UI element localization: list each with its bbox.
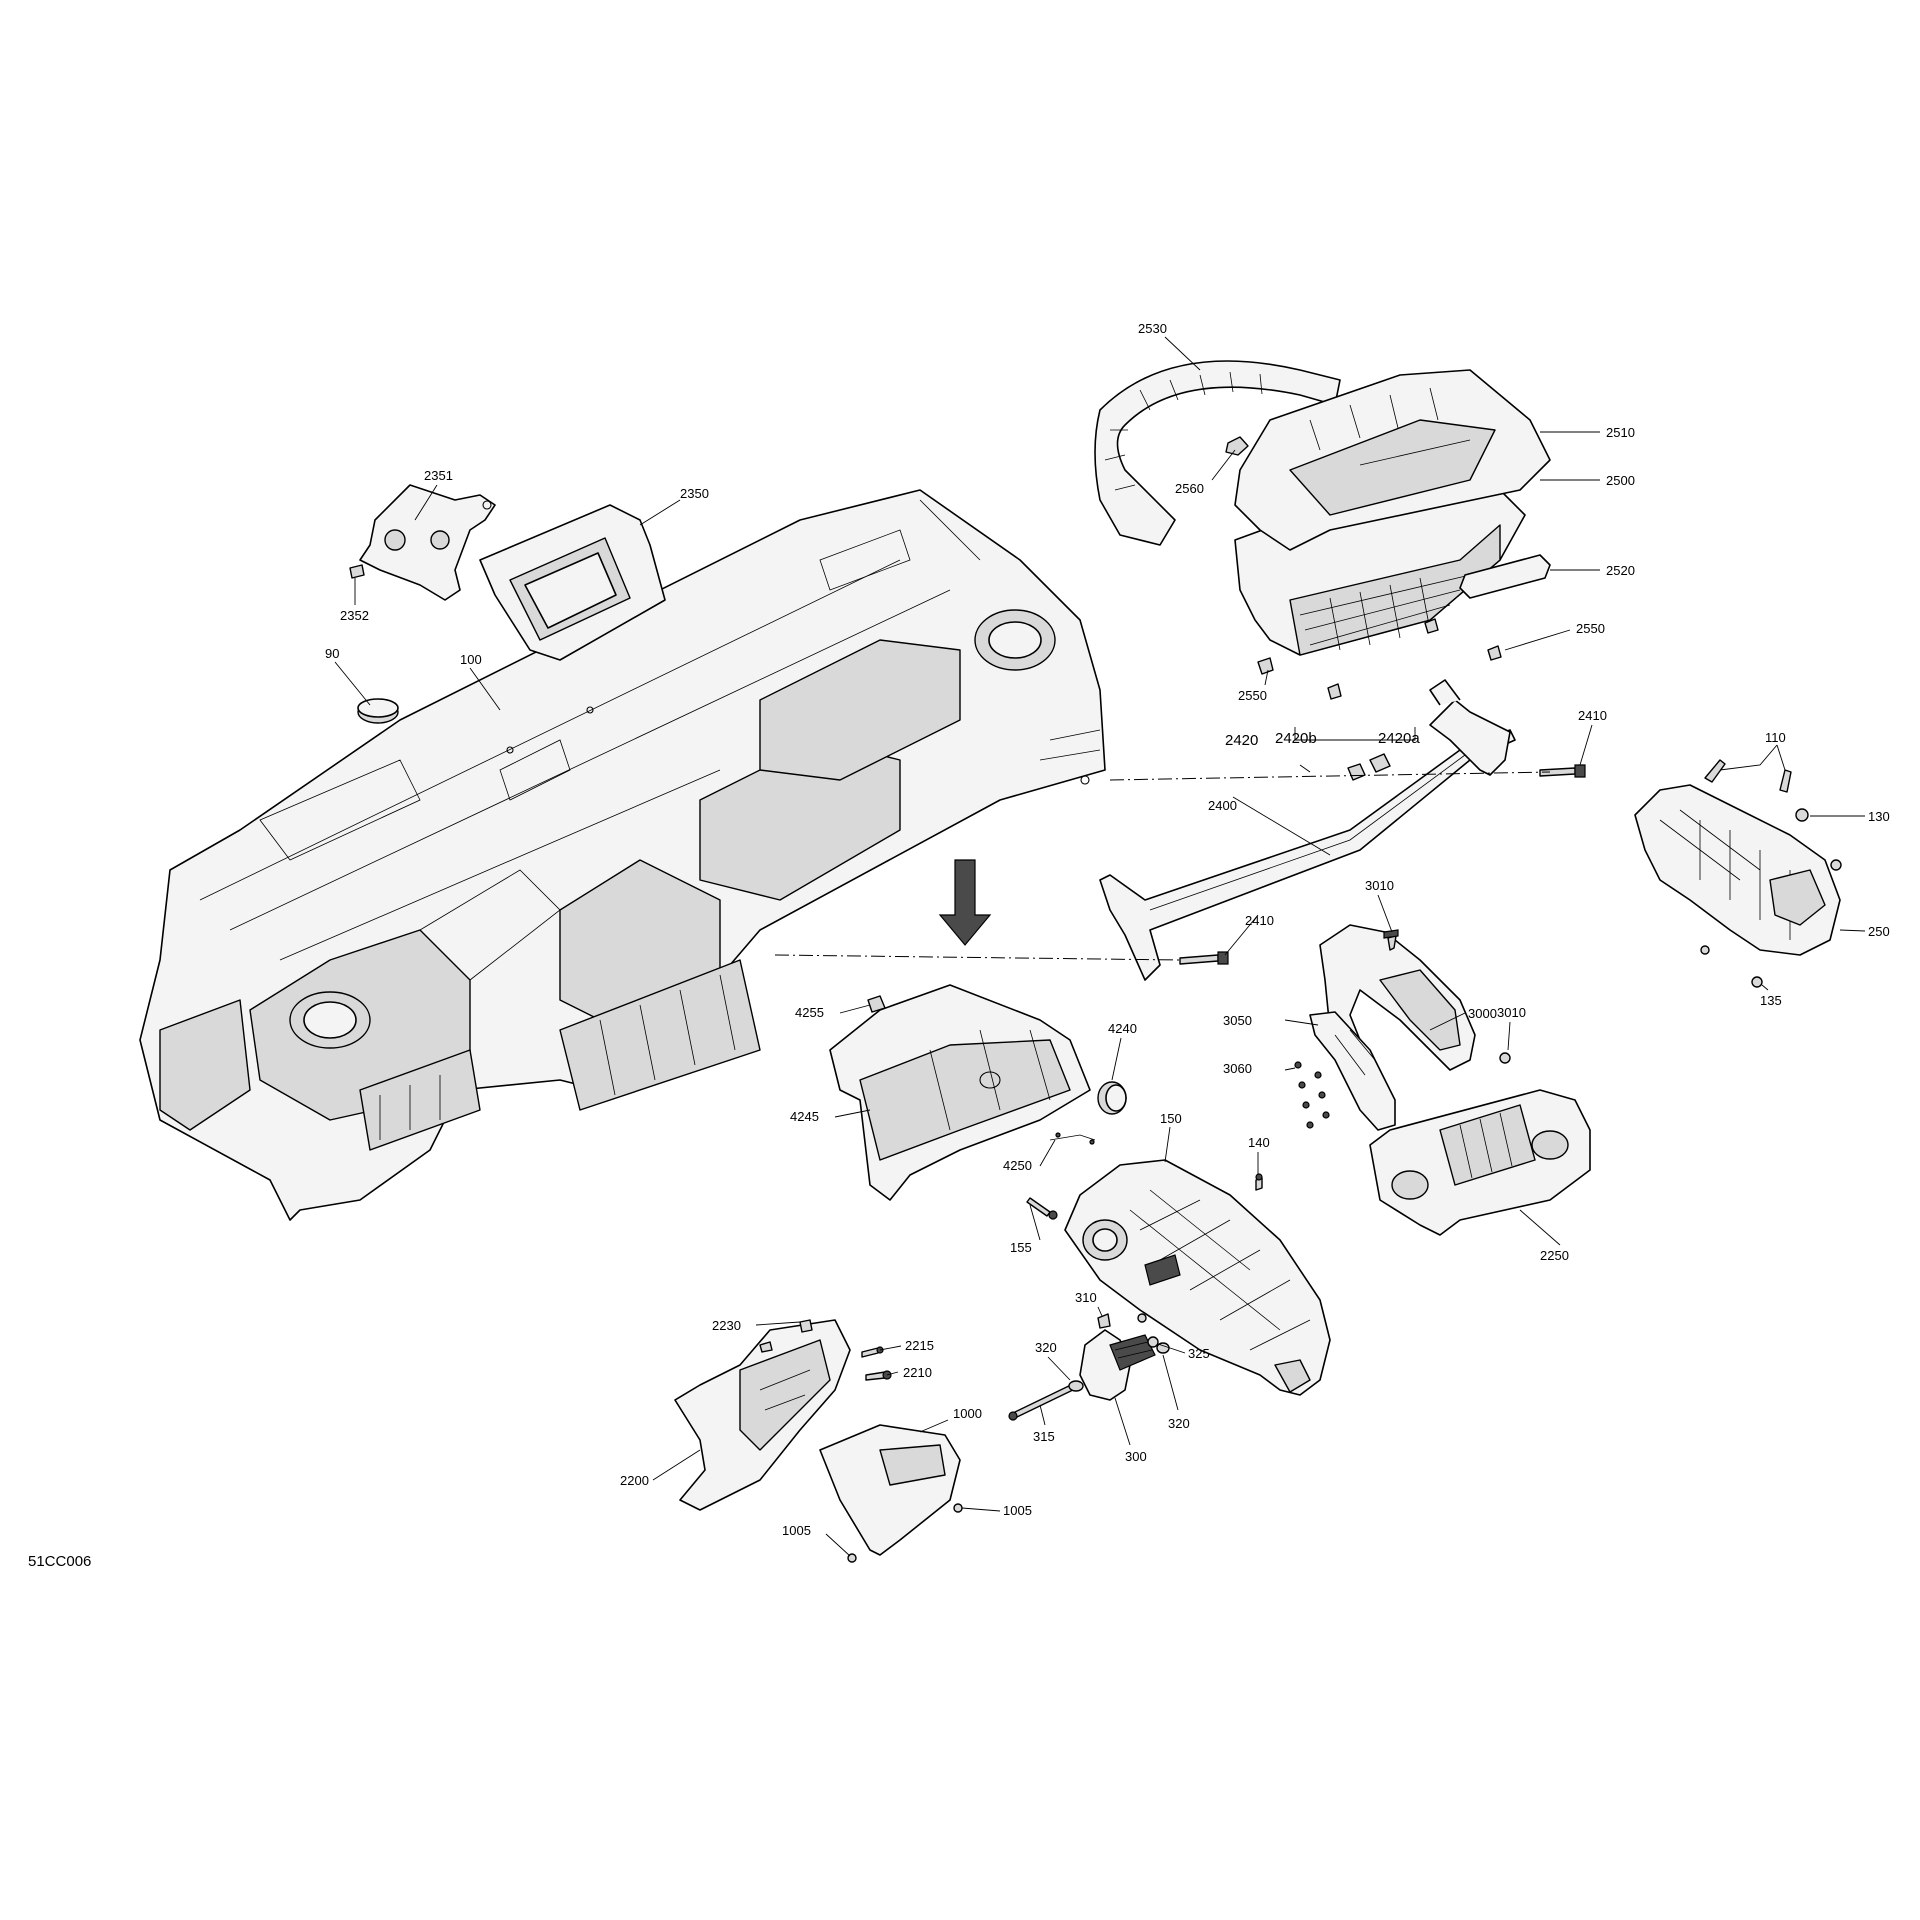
callout-2200: 2200 — [620, 1473, 649, 1488]
callout-2420a: 2420a — [1378, 730, 1420, 747]
callout-320-left: 320 — [1035, 1340, 1057, 1355]
plate-part-3050[interactable] — [1309, 1011, 1396, 1131]
callout-2250: 2250 — [1540, 1248, 1569, 1263]
callout-1000: 1000 — [953, 1406, 982, 1421]
centerline-upper — [1109, 771, 1551, 781]
callout-325: 325 — [1188, 1346, 1210, 1361]
callout-1005-right: 1005 — [1003, 1503, 1032, 1518]
nut-part-2560[interactable] — [1225, 436, 1249, 456]
callout-2351: 2351 — [424, 468, 453, 483]
callout-110: 110 — [1765, 730, 1786, 745]
screw-part-2210[interactable] — [865, 1370, 892, 1381]
callout-150: 150 — [1160, 1111, 1182, 1126]
callout-320-right: 320 — [1168, 1416, 1190, 1431]
callout-2410-bottom: 2410 — [1245, 913, 1274, 928]
callout-2352: 2352 — [340, 608, 369, 623]
screw-part-2215[interactable] — [861, 1346, 884, 1358]
callout-2350: 2350 — [680, 486, 709, 501]
callout-130: 130 — [1868, 809, 1890, 824]
nut-part-2550[interactable] — [1257, 618, 1502, 700]
callout-3010-top: 3010 — [1365, 878, 1394, 893]
callout-3010-right: 3010 — [1497, 1005, 1526, 1020]
callout-310: 310 — [1075, 1290, 1097, 1305]
callout-250: 250 — [1868, 924, 1890, 939]
brace-part-2400[interactable] — [1099, 679, 1516, 981]
screw-part-155[interactable] — [1026, 1197, 1058, 1220]
screw-part-3010[interactable] — [1383, 929, 1511, 1064]
latch-part-4255[interactable] — [867, 995, 886, 1013]
callout-4255: 4255 — [795, 1005, 824, 1020]
callout-3060: 3060 — [1223, 1061, 1252, 1076]
callout-4240: 4240 — [1108, 1021, 1137, 1036]
callout-3050: 3050 — [1223, 1013, 1252, 1028]
bolt-part-315[interactable] — [1008, 1382, 1078, 1421]
callout-labels: 2530 2510 2560 2500 2520 2550 2550 2351 … — [28, 321, 1890, 1570]
callout-2550-left: 2550 — [1238, 688, 1267, 703]
callout-300: 300 — [1125, 1449, 1147, 1464]
leader-lines — [334, 336, 1866, 1557]
handle-part-2530[interactable] — [1094, 360, 1341, 546]
callout-100: 100 — [460, 652, 482, 667]
callout-2560: 2560 — [1175, 481, 1204, 496]
nut-part-135[interactable] — [1700, 945, 1763, 988]
callout-2520: 2520 — [1606, 563, 1635, 578]
fastener-part-2230[interactable] — [759, 1319, 813, 1353]
panel-part-2200[interactable] — [674, 1319, 851, 1511]
drawing-code: 51CC006 — [28, 1553, 91, 1570]
callout-1005-left: 1005 — [782, 1523, 811, 1538]
display-part-2350[interactable] — [479, 504, 666, 661]
callout-2215: 2215 — [905, 1338, 934, 1353]
bracket-part-3000[interactable] — [1319, 924, 1476, 1071]
knob-part-4240[interactable] — [1097, 1081, 1127, 1115]
bracket-part-300[interactable] — [1079, 1329, 1156, 1401]
callout-135: 135 — [1760, 993, 1782, 1008]
callout-315: 315 — [1033, 1429, 1055, 1444]
callout-2420b: 2420b — [1275, 730, 1317, 747]
callout-4245: 4245 — [790, 1109, 819, 1124]
callout-140: 140 — [1248, 1135, 1270, 1150]
callout-2410-top: 2410 — [1578, 708, 1607, 723]
screw-part-2352[interactable] — [349, 564, 365, 579]
cover-part-1000[interactable] — [819, 1424, 961, 1556]
assembly-arrow — [938, 859, 992, 946]
bolt-part-310[interactable] — [1097, 1313, 1147, 1329]
pin-part-4250[interactable] — [1049, 1132, 1096, 1145]
clips-part-3060[interactable] — [1294, 1061, 1330, 1129]
bracket-part-250[interactable] — [1634, 784, 1841, 956]
dashboard-part-100[interactable] — [139, 489, 1106, 1221]
cap-part-90[interactable] — [357, 698, 399, 724]
callout-2420: 2420 — [1225, 732, 1258, 749]
callout-4250: 4250 — [1003, 1158, 1032, 1173]
callout-2230: 2230 — [712, 1318, 741, 1333]
fastener-part-2420[interactable] — [1347, 753, 1391, 781]
callout-2510: 2510 — [1606, 425, 1635, 440]
nut-part-325[interactable] — [1147, 1336, 1159, 1348]
callout-2530: 2530 — [1138, 321, 1167, 336]
callout-2500: 2500 — [1606, 473, 1635, 488]
washer-part-320[interactable] — [1068, 1342, 1170, 1392]
screw-part-110[interactable] — [1704, 759, 1792, 793]
callout-2400: 2400 — [1208, 798, 1237, 813]
nut-part-130[interactable] — [1795, 808, 1842, 871]
callout-2210: 2210 — [903, 1365, 932, 1380]
bracket-part-2351[interactable] — [359, 484, 496, 601]
glovebox-part-4245[interactable] — [829, 984, 1091, 1201]
rubber-strip-part-2520[interactable] — [1459, 554, 1551, 599]
housing-part-150[interactable] — [1064, 1159, 1331, 1396]
lid-part-2510[interactable] — [1234, 369, 1551, 551]
screw-part-140[interactable] — [1255, 1173, 1263, 1191]
callout-3000: 3000 — [1468, 1006, 1497, 1021]
callout-90: 90 — [325, 646, 339, 661]
callout-2550-right: 2550 — [1576, 621, 1605, 636]
panel-part-2250[interactable] — [1369, 1089, 1591, 1236]
callout-155: 155 — [1010, 1240, 1032, 1255]
centerline-lower — [774, 954, 1181, 961]
